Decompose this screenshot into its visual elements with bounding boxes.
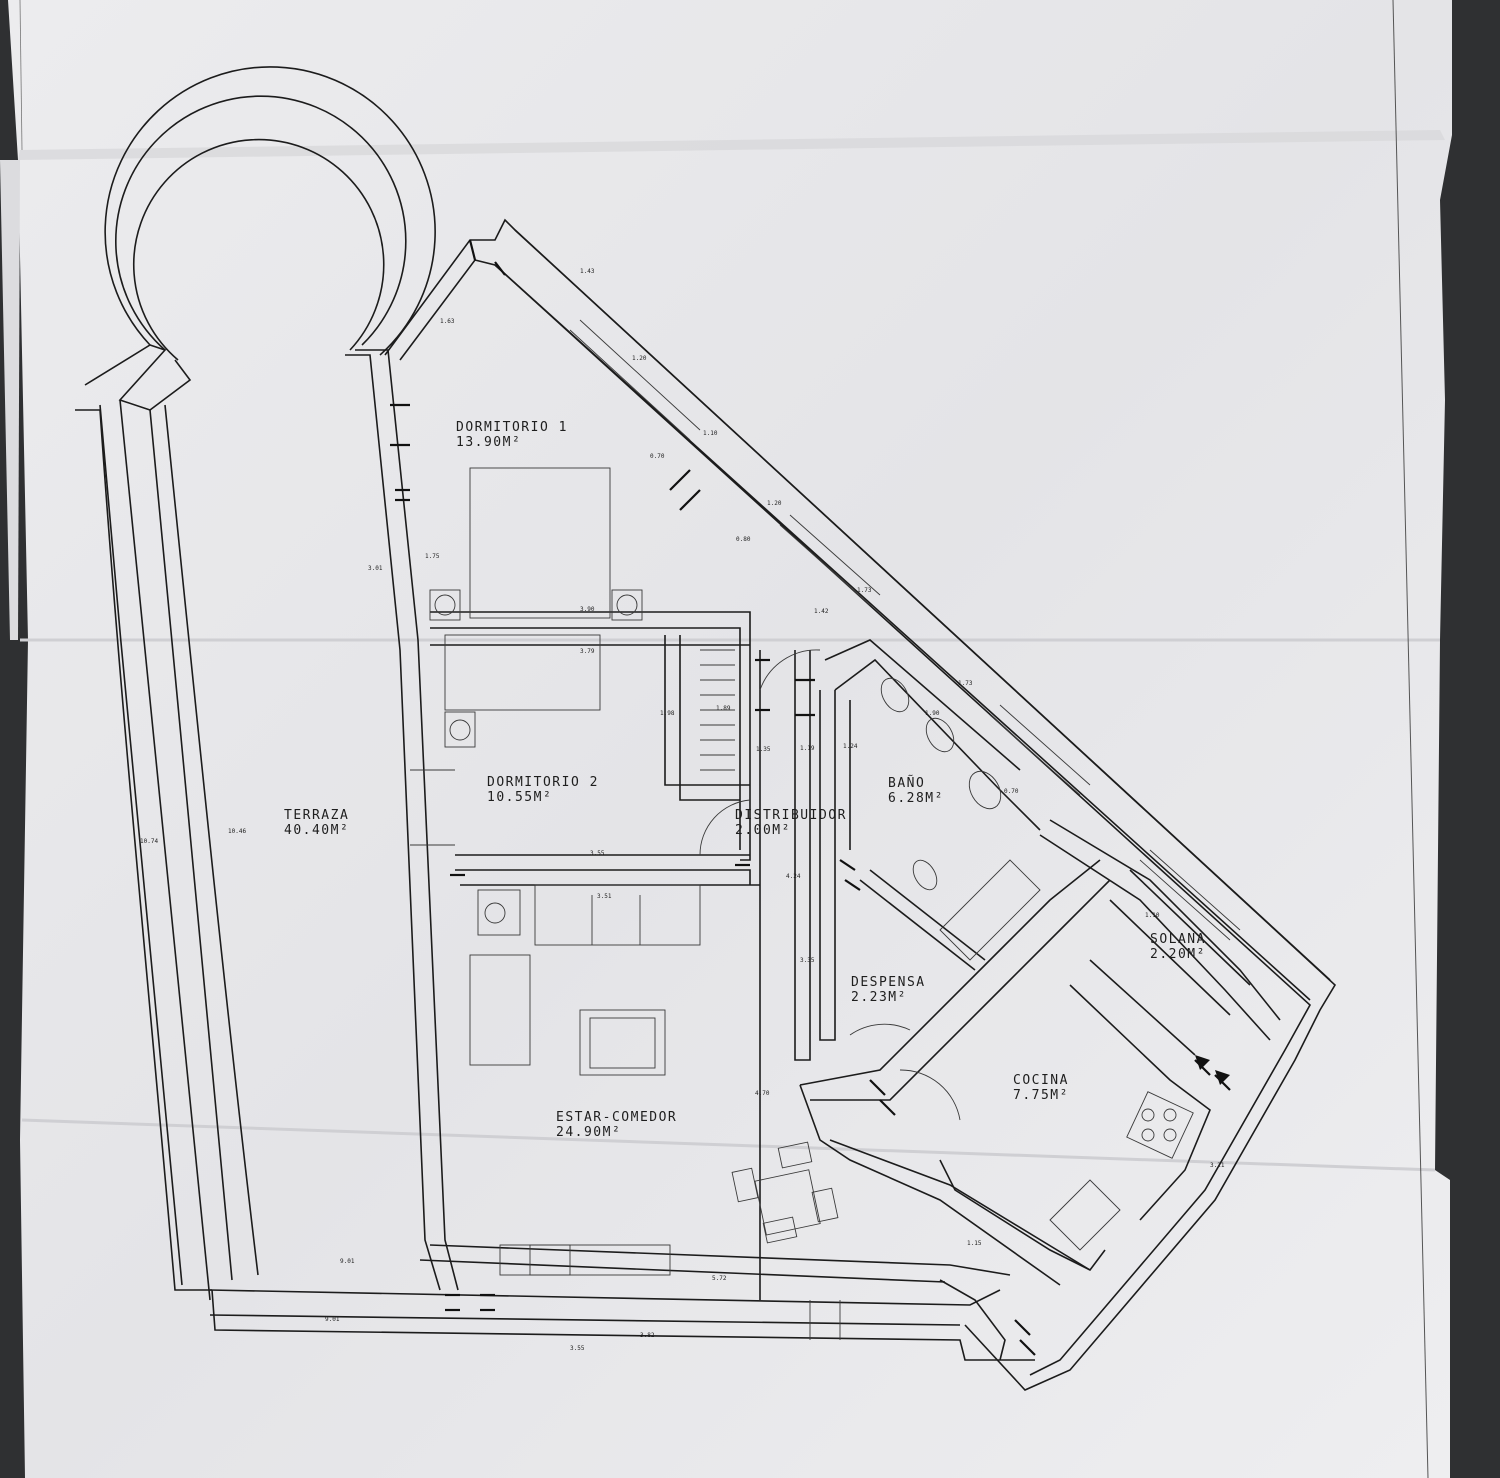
dimension-label: 3.55: [590, 850, 605, 857]
dimension-label: 0.80: [736, 536, 751, 543]
room-terraza: TERRAZA 40.40M²: [284, 808, 349, 838]
room-name: DORMITORIO 1: [456, 420, 568, 435]
dimension-label: 1.24: [843, 743, 858, 750]
dimension-label: 1.42: [814, 608, 829, 615]
dimension-label: 1.90: [925, 710, 940, 717]
dimension-label: 1.19: [800, 745, 815, 752]
dimension-label: 3.90: [580, 606, 595, 613]
room-area: 13.90M²: [456, 435, 522, 450]
room-name: DORMITORIO 2: [487, 775, 599, 790]
room-area: 7.75M²: [1013, 1088, 1069, 1103]
dimension-label: 1.20: [767, 500, 782, 507]
room-cocina: COCINA 7.75M²: [1013, 1073, 1069, 1103]
dimension-label: 1.75: [425, 553, 440, 560]
dimension-label: 10.46: [228, 828, 247, 835]
furniture: [410, 319, 1241, 1340]
dimension-label: 9.01: [325, 1316, 340, 1323]
dimension-label: 3.79: [580, 648, 595, 655]
dimension-label: 1.73: [958, 680, 973, 687]
room-name: BAÑO: [888, 776, 926, 791]
room-estar-comedor: ESTAR-COMEDOR 24.90M²: [556, 1110, 677, 1140]
room-area: 2.20M²: [1150, 947, 1206, 962]
dimension-label: 3.01: [368, 565, 383, 572]
arrow-markers: [1195, 1055, 1230, 1085]
dimension-label: 1.10: [1145, 912, 1160, 919]
room-name: TERRAZA: [284, 808, 350, 823]
room-name: DESPENSA: [851, 975, 926, 990]
dimension-label: 3.51: [597, 893, 612, 900]
room-name: DISTRIBUIDOR: [735, 808, 847, 823]
walls: [75, 66, 1337, 1391]
dimension-label: 3.82: [640, 1332, 655, 1339]
room-name: COCINA: [1013, 1073, 1069, 1088]
dimension-label: 3.21: [1210, 1162, 1225, 1169]
room-name: ESTAR-COMEDOR: [556, 1110, 678, 1125]
dimension-label: 4.70: [755, 1090, 770, 1097]
dimension-label: 0.70: [650, 453, 665, 460]
dimension-label: 1.15: [967, 1240, 982, 1247]
dimension-label: 3.55: [570, 1345, 585, 1352]
room-name: SOLANA: [1150, 932, 1206, 947]
room-area: 10.55M²: [487, 790, 553, 805]
room-area: 24.90M²: [556, 1125, 622, 1140]
dimension-label: 1.73: [857, 587, 872, 594]
dimension-label: 1.35: [756, 746, 771, 753]
dimension-label: 4.24: [786, 873, 801, 880]
dimension-label: 1.20: [632, 355, 647, 362]
dimension-label: 1.43: [580, 268, 595, 275]
room-solana: SOLANA 2.20M²: [1150, 932, 1206, 962]
room-despensa: DESPENSA 2.23M²: [851, 975, 926, 1005]
room-area: 40.40M²: [284, 823, 350, 838]
dimension-label: 1.98: [660, 710, 675, 717]
dimension-label: 10.74: [140, 838, 159, 845]
room-dormitorio-2: DORMITORIO 2 10.55M²: [487, 775, 599, 805]
room-dormitorio-1: DORMITORIO 1 13.90M²: [456, 420, 568, 450]
room-area: 6.28M²: [888, 791, 944, 806]
room-distribuidor: DISTRIBUIDOR 2.00M²: [735, 808, 847, 838]
dimension-label: 3.35: [800, 957, 815, 964]
dimension-label: 1.10: [703, 430, 718, 437]
room-area: 2.00M²: [735, 823, 791, 838]
room-area: 2.23M²: [851, 990, 907, 1005]
dimension-label: 0.70: [1004, 788, 1019, 795]
dimension-label: 1.89: [716, 705, 731, 712]
dimension-label: 5.72: [712, 1275, 727, 1282]
room-bano: BAÑO 6.28M²: [888, 776, 944, 806]
dimension-label: 9.01: [340, 1258, 355, 1265]
dimension-label: 1.63: [440, 318, 455, 325]
